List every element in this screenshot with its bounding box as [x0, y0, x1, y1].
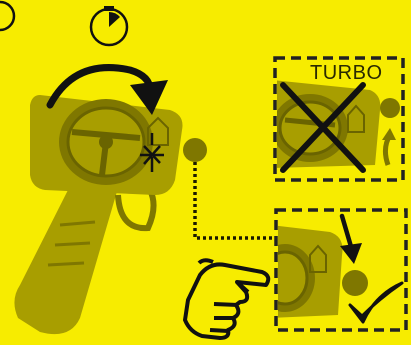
step-number-circle [0, 2, 14, 30]
stopwatch-icon [91, 6, 127, 45]
connector-dotted-line [195, 162, 278, 238]
pointing-hand-icon [185, 260, 268, 338]
right-panel [255, 210, 406, 330]
turbo-label: TURBO [310, 62, 383, 85]
rc-controller-main [14, 95, 207, 334]
